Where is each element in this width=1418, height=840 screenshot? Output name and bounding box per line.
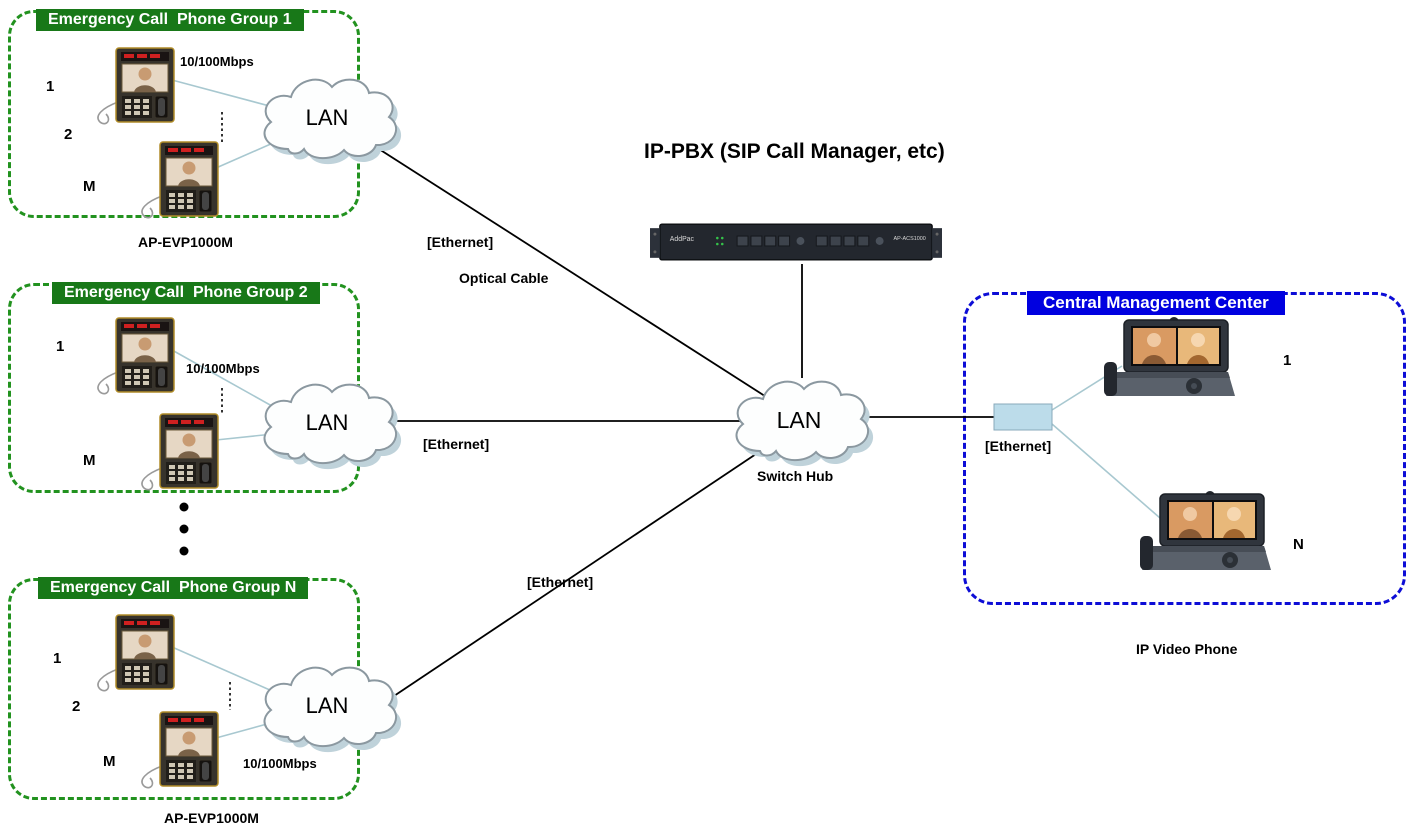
video-phone-icon [1139, 490, 1272, 571]
group-ellipsis-dots [179, 502, 189, 556]
group2-title: Emergency Call Phone Group 2 [52, 282, 320, 304]
phone-ellipsis-lines [221, 112, 231, 710]
group1-speed-label: 10/100Mbps [180, 54, 254, 69]
group1-phone-label-1: 1 [46, 78, 55, 95]
group1-device-label: AP-EVP1000M [138, 234, 233, 250]
group1-ethernet-label: [Ethernet] [427, 234, 494, 250]
lan-cloud-groupN-label: LAN [306, 693, 349, 718]
emergency-phone-icon [97, 614, 175, 692]
management-caption: IP Video Phone [1136, 641, 1238, 657]
management-title: Central Management Center [1027, 291, 1285, 315]
groupN-phone-label-1: 1 [53, 650, 62, 667]
lan-cloud-hub-label: LAN [777, 407, 822, 433]
emergency-phone-icon [141, 711, 219, 789]
ip-pbx-server-icon [650, 223, 942, 261]
group1-phone-label-M: M [83, 178, 96, 195]
emergency-phone-icon [141, 141, 219, 219]
lan-cloud-group2-label: LAN [306, 410, 349, 435]
group1-optical-cable-label: Optical Cable [459, 270, 549, 286]
group1-phone-label-2: 2 [64, 126, 73, 143]
ethernet-switch-box [993, 403, 1053, 431]
emergency-phone-icon [97, 317, 175, 395]
emergency-phone-icon [141, 413, 219, 491]
video-phone-icon [1103, 316, 1236, 397]
link-groupN-to-hub [387, 449, 763, 701]
groupN-title: Emergency Call Phone Group N [38, 577, 309, 599]
management-phone-label-1: 1 [1283, 352, 1292, 369]
emergency-phone-icon [97, 47, 175, 125]
groupN-device-label: AP-EVP1000M [164, 810, 259, 826]
group2-phone-label-M: M [83, 452, 96, 469]
lan-cloud-group1-label: LAN [306, 105, 349, 130]
management-phone-label-N: N [1293, 536, 1304, 553]
group2-phone-label-1: 1 [56, 338, 65, 355]
groupN-ethernet-label: [Ethernet] [527, 574, 594, 590]
group2-speed-label: 10/100Mbps [186, 361, 260, 376]
groupN-phone-label-M: M [103, 753, 116, 770]
link-group1-to-hub [367, 141, 769, 399]
groupN-phone-label-2: 2 [72, 698, 81, 715]
pbx-title: IP-PBX (SIP Call Manager, etc) [644, 140, 945, 163]
group2-ethernet-label: [Ethernet] [423, 436, 490, 452]
switch-hub-caption: Switch Hub [757, 468, 834, 484]
groupN-speed-label: 10/100Mbps [243, 756, 317, 771]
management-ethernet-label: [Ethernet] [985, 438, 1052, 454]
group1-title: Emergency Call Phone Group 1 [36, 9, 304, 31]
